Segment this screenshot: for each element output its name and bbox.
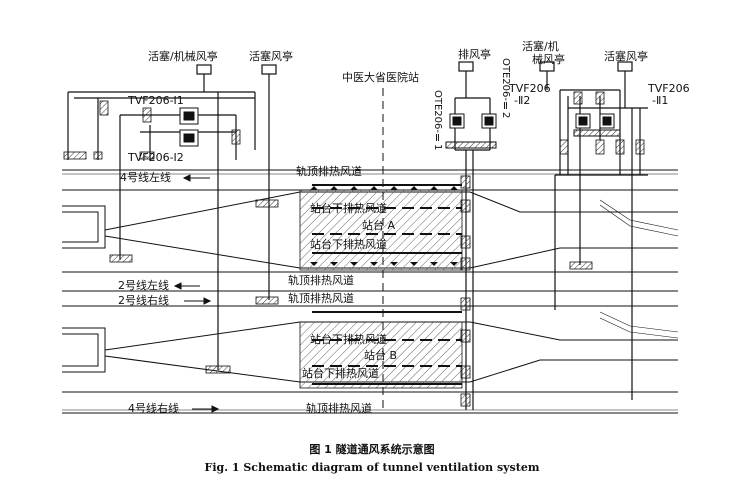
kiosk-label-piston-left: 活塞风亭 <box>249 50 293 63</box>
fan-label-ote-ii1: OTE206-Ⅱ1 <box>432 90 443 151</box>
exhaust-arrows <box>310 186 458 266</box>
fan-label-tvf-right-ii1-line2: -Ⅱ1 <box>652 94 669 107</box>
station-b-label: 站台 B <box>364 349 398 362</box>
fan-label-tvf-i2: TVF206-Ⅰ2 <box>128 151 184 164</box>
right-dampers <box>559 91 645 270</box>
station-name-label: 中医大省医院站 <box>342 71 419 84</box>
duct-label-top-1: 轨顶排热风道 <box>296 165 362 178</box>
duct-label-top-3: 轨顶排热风道 <box>288 292 354 305</box>
station-hatch-areas <box>299 88 463 410</box>
fan-label-tvf-right-ii1-line1: TVF206 <box>648 82 690 95</box>
line-label-2-left: 2号线左线 <box>118 279 169 292</box>
fan-label-tvf-i1: TVF206-Ⅰ1 <box>128 94 184 107</box>
kiosk-label-piston-mechanical-right-line1: 活塞/机 <box>522 40 559 53</box>
kiosk-label-piston-mechanical-right-line2: 械风亭 <box>532 53 565 66</box>
fan-label-ote-ii2: OTE206-Ⅱ2 <box>500 58 511 119</box>
left-shafts <box>67 64 277 370</box>
duct-lines <box>312 184 462 385</box>
kiosk-label-exhaust: 排风亭 <box>458 48 491 61</box>
figure-caption-english: Fig. 1 Schematic diagram of tunnel venti… <box>204 461 540 474</box>
direction-arrows <box>173 174 220 413</box>
duct-label-under-4: 站台下排热风道 <box>302 367 379 380</box>
station-a-hatch <box>299 189 463 271</box>
station-a-label: 站台 A <box>362 219 396 232</box>
duct-label-under-2: 站台下排热风道 <box>310 238 387 251</box>
duct-label-under-3: 站台下排热风道 <box>310 333 387 346</box>
duct-label-under-1: 站台下排热风道 <box>310 202 387 215</box>
duct-label-top-4: 轨顶排热风道 <box>306 402 372 415</box>
left-fans <box>179 107 199 147</box>
kiosk-label-piston-right: 活塞风亭 <box>604 50 648 63</box>
line-label-2-right: 2号线右线 <box>118 294 169 307</box>
right-shafts <box>539 61 648 400</box>
kiosk-label-piston-mechanical-left: 活塞/机械风亭 <box>148 50 218 63</box>
duct-dampers <box>460 175 471 407</box>
fan-label-tvf-right-ii2-line1: TVF206 <box>509 82 551 95</box>
station-b-hatch <box>299 321 463 389</box>
line-label-4-right: 4号线右线 <box>128 402 179 415</box>
right-fans <box>573 113 621 137</box>
middle-fans <box>445 113 497 149</box>
figure-caption-chinese: 图 1 隧道通风系统示意图 <box>309 443 435 456</box>
duct-label-top-2: 轨顶排热风道 <box>288 274 354 287</box>
left-dampers <box>63 100 279 374</box>
fan-label-tvf-right-ii2-line2: -Ⅱ2 <box>514 94 531 107</box>
line-label-4-left: 4号线左线 <box>120 171 171 184</box>
